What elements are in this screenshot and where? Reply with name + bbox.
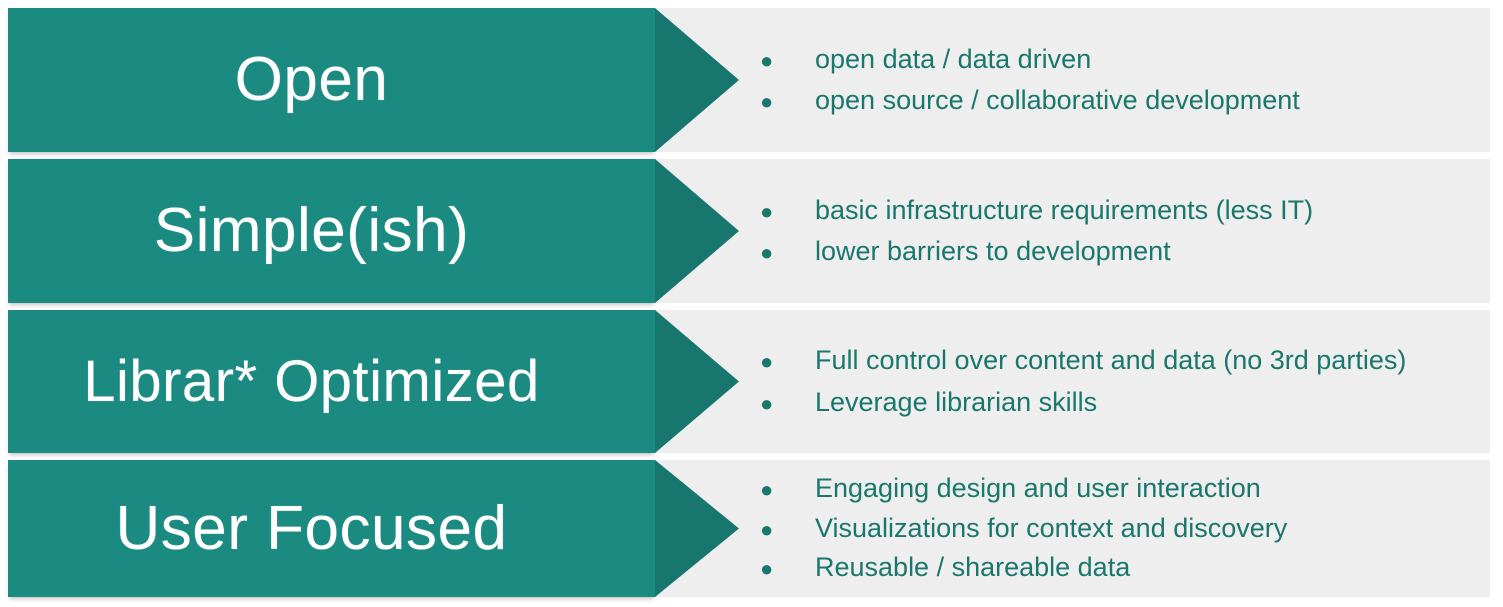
content-panel (655, 159, 1490, 303)
bullet-list: basic infrastructure requirements (less … (760, 159, 1483, 303)
chevron-label: Open (234, 45, 389, 114)
bullet-list: Full control over content and data (no 3… (760, 310, 1483, 453)
list-item: lower barriers to development (760, 231, 1483, 272)
bullet-dot-icon (760, 553, 815, 586)
chevron-bar (8, 8, 655, 152)
bullet-dot-icon (760, 44, 815, 77)
chevron-row-open: Open open data / data driven open source… (0, 8, 1503, 152)
content-panel (655, 8, 1490, 152)
bullet-dot-icon (760, 236, 815, 269)
chevron-row-librar-optimized: Librar* Optimized Full control over cont… (0, 310, 1503, 453)
list-item-label: Reusable / shareable data (815, 552, 1131, 583)
list-item-label: open source / collaborative development (815, 85, 1300, 115)
bullet-dot-icon (760, 85, 815, 118)
list-item-label: lower barriers to development (815, 236, 1171, 266)
bullet-list: Engaging design and user interaction Vis… (760, 460, 1483, 597)
list-item-label: open data / data driven (815, 43, 1092, 74)
chevron-bar (8, 310, 655, 453)
bullet-dot-icon (760, 387, 815, 420)
list-item: Visualizations for context and discovery (760, 509, 1483, 549)
bullet-dot-icon (760, 514, 815, 547)
chevron-row-user-focused: User Focused Engaging design and user in… (0, 460, 1503, 597)
chevron-label: Librar* Optimized (83, 348, 540, 414)
bullet-list: open data / data driven open source / co… (760, 8, 1483, 152)
list-item: Engaging design and user interaction (760, 469, 1483, 509)
content-panel (655, 310, 1490, 453)
list-item-label: basic infrastructure requirements (less … (815, 194, 1314, 225)
chevron-label: User Focused (115, 493, 508, 563)
chevron-bar (8, 460, 655, 597)
list-item-label: Visualizations for context and discovery (815, 512, 1288, 543)
list-item: open source / collaborative development (760, 80, 1483, 121)
chevron-label: Simple(ish) (153, 196, 470, 265)
list-item-label: Engaging design and user interaction (815, 472, 1261, 503)
bullet-dot-icon (760, 474, 815, 507)
bullet-dot-icon (760, 345, 815, 378)
list-item: Leverage librarian skills (760, 382, 1483, 423)
list-item: Full control over content and data (no 3… (760, 340, 1483, 381)
chevron-bar (8, 159, 655, 303)
list-item-label: Full control over content and data (no 3… (815, 345, 1407, 376)
list-item-label: Leverage librarian skills (815, 386, 1098, 417)
list-item: Reusable / shareable data (760, 548, 1483, 588)
chevron-row-simpleish: Simple(ish) basic infrastructure require… (0, 159, 1503, 303)
list-item: open data / data driven (760, 39, 1483, 80)
bullet-dot-icon (760, 195, 815, 228)
list-item: basic infrastructure requirements (less … (760, 190, 1483, 231)
